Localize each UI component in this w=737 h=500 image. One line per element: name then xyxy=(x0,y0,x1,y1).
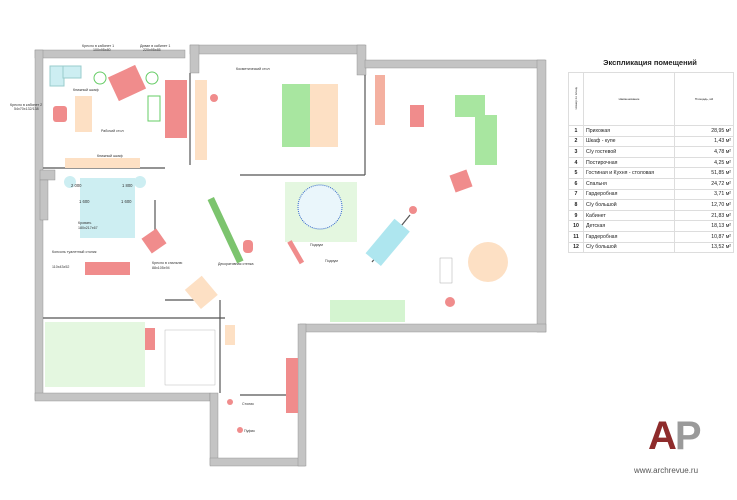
cell-name: Постирочная xyxy=(583,156,675,169)
cell-num: 12 xyxy=(568,241,584,254)
cell-name: С/у большой xyxy=(583,241,675,254)
cell-num: 2 xyxy=(568,135,584,148)
svg-text:Столик: Столик xyxy=(242,402,254,406)
cell-area: 4,25 м² xyxy=(674,156,734,169)
svg-text:Подиум: Подиум xyxy=(310,243,323,247)
svg-text:1 600: 1 600 xyxy=(121,199,132,204)
svg-text:Консоль туалетный столик: Консоль туалетный столик xyxy=(52,250,97,254)
cell-area: 10,87 м² xyxy=(674,230,734,243)
svg-text:2 000: 2 000 xyxy=(71,183,82,188)
cell-area: 51,85 м² xyxy=(674,167,734,179)
svg-text:Пуфик: Пуфик xyxy=(244,429,255,433)
svg-text:Косметический стол: Косметический стол xyxy=(236,67,270,71)
bathroom xyxy=(207,182,357,265)
bedroom xyxy=(64,176,218,310)
dressing-room xyxy=(195,80,338,160)
hallway xyxy=(227,358,298,433)
cell-num: 5 xyxy=(568,167,584,179)
decorative-wall xyxy=(207,197,244,264)
svg-text:1 600: 1 600 xyxy=(79,199,90,204)
cell-area: 24,72 м² xyxy=(674,177,734,190)
cell-name: Гардеробная xyxy=(583,230,675,243)
cell-name: Гардеробная xyxy=(583,188,675,201)
cell-num: 4 xyxy=(568,156,584,169)
svg-text:Кресло в кабинет 2: Кресло в кабинет 2 xyxy=(10,103,42,107)
cell-num: 3 xyxy=(568,146,584,158)
plan-labels: Кресло в кабинет 1 100x95x80 Диван в каб… xyxy=(10,44,338,433)
cell-area: 3,71 м² xyxy=(674,188,734,201)
cell-num: 6 xyxy=(568,177,584,190)
watermark: www.archrevue.ru xyxy=(634,466,699,475)
svg-text:Кресло в кабинет 1: Кресло в кабинет 1 xyxy=(82,44,114,48)
cell-num: 1 xyxy=(568,125,584,137)
cell-area: 18,13 м² xyxy=(674,220,734,232)
explication-title: Экспликация помещений xyxy=(603,58,697,67)
cell-num: 7 xyxy=(568,188,584,201)
svg-text:110x43x52: 110x43x52 xyxy=(52,265,69,269)
sofa-study1 xyxy=(165,80,187,138)
svg-text:180x217x67: 180x217x67 xyxy=(78,226,98,230)
svg-text:Подиум: Подиум xyxy=(325,259,338,263)
cell-name: С/у большой xyxy=(583,199,675,211)
svg-text:88x105x94: 88x105x94 xyxy=(152,266,170,270)
svg-text:100x95x80: 100x95x80 xyxy=(93,48,111,52)
svg-text:Декоративная стенка: Декоративная стенка xyxy=(218,262,254,266)
cell-area: 13,52 м² xyxy=(674,241,734,254)
logo: АР xyxy=(648,414,702,458)
cell-name: Гостиная и Кухня - столовая xyxy=(583,167,675,179)
cell-name: Прихожая xyxy=(583,125,675,137)
svg-text:1 800: 1 800 xyxy=(122,183,133,188)
cell-area: 1,43 м² xyxy=(674,135,734,148)
svg-text:220x95x85: 220x95x85 xyxy=(143,48,161,52)
header-name: Наименование xyxy=(583,72,675,126)
cell-name: Спальня xyxy=(583,177,675,190)
svg-text:54x70x132/138: 54x70x132/138 xyxy=(14,107,39,111)
svg-text:Кресло в спальню: Кресло в спальню xyxy=(152,261,183,265)
cell-num: 9 xyxy=(568,209,584,222)
svg-text:Книжный шкаф: Книжный шкаф xyxy=(73,88,99,92)
cell-name: Кабинет xyxy=(583,209,675,222)
cell-area: 4,78 м² xyxy=(674,146,734,158)
cell-area: 12,70 м² xyxy=(674,199,734,211)
children-room xyxy=(45,322,235,387)
svg-text:Диван в кабинет 1: Диван в кабинет 1 xyxy=(140,44,170,48)
cell-area: 28,95 м² xyxy=(674,125,734,137)
table-header: Номер по плану Наименование Площадь, м2 xyxy=(568,72,734,126)
study-room xyxy=(49,64,187,168)
walls xyxy=(34,44,547,467)
living-room xyxy=(330,75,508,322)
svg-text:Рабочий стол: Рабочий стол xyxy=(101,129,124,133)
header-num: Номер по плану xyxy=(574,87,578,110)
cell-area: 21,83 м² xyxy=(674,209,734,222)
armchair-study2 xyxy=(53,106,67,122)
cell-name: Шкаф - купе xyxy=(583,135,675,148)
cell-name: С/у гостевой xyxy=(583,146,675,158)
cell-num: 8 xyxy=(568,199,584,211)
svg-text:Книжный шкаф: Книжный шкаф xyxy=(97,154,123,158)
cell-name: Детская xyxy=(583,220,675,232)
cell-num: 11 xyxy=(568,230,584,243)
explication-table: Номер по плану Наименование Площадь, м2 … xyxy=(568,72,734,254)
armchair-study1 xyxy=(107,64,147,102)
header-area: Площадь, м2 xyxy=(674,72,734,126)
svg-text:Кровать: Кровать xyxy=(78,221,92,225)
cell-num: 10 xyxy=(568,220,584,232)
